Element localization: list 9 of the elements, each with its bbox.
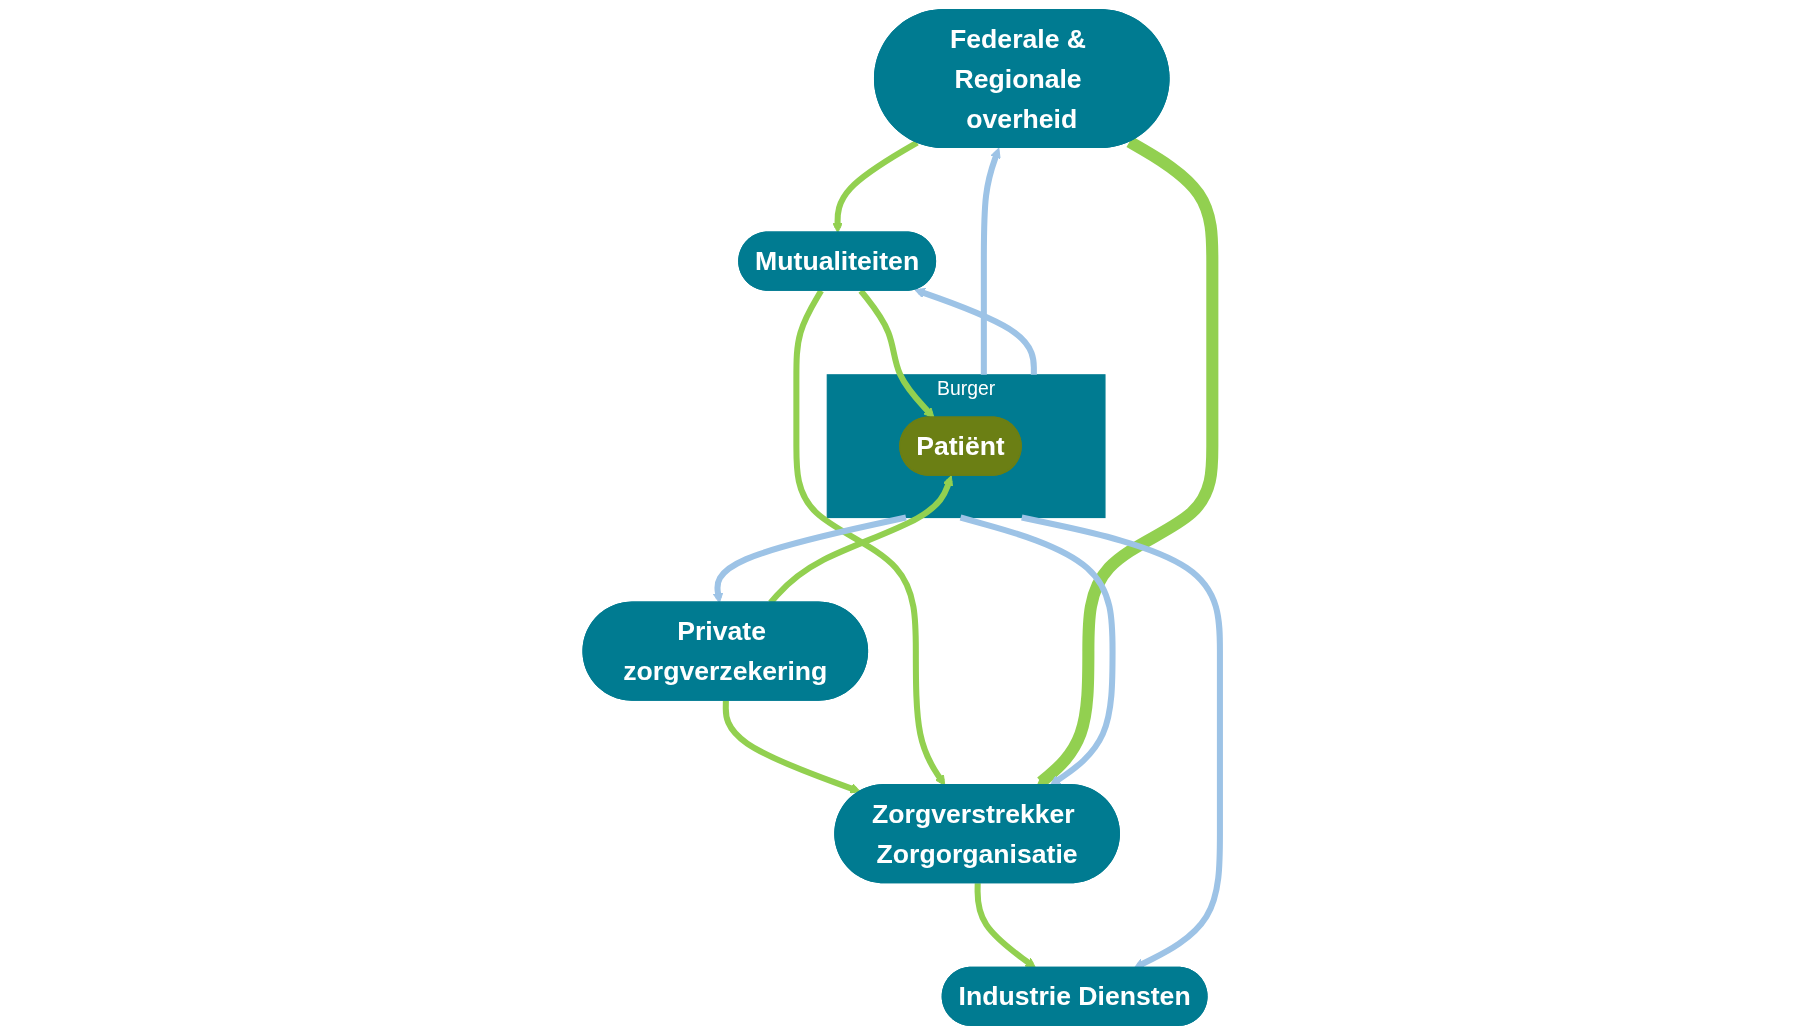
arrow — [712, 514, 907, 604]
arrow — [974, 883, 1037, 969]
arrow — [980, 147, 1001, 375]
arrow — [914, 287, 1037, 375]
arrow — [793, 289, 946, 786]
arrow — [722, 700, 861, 794]
arrow — [1021, 514, 1223, 969]
arrow — [959, 514, 1116, 786]
arrow — [832, 140, 919, 234]
